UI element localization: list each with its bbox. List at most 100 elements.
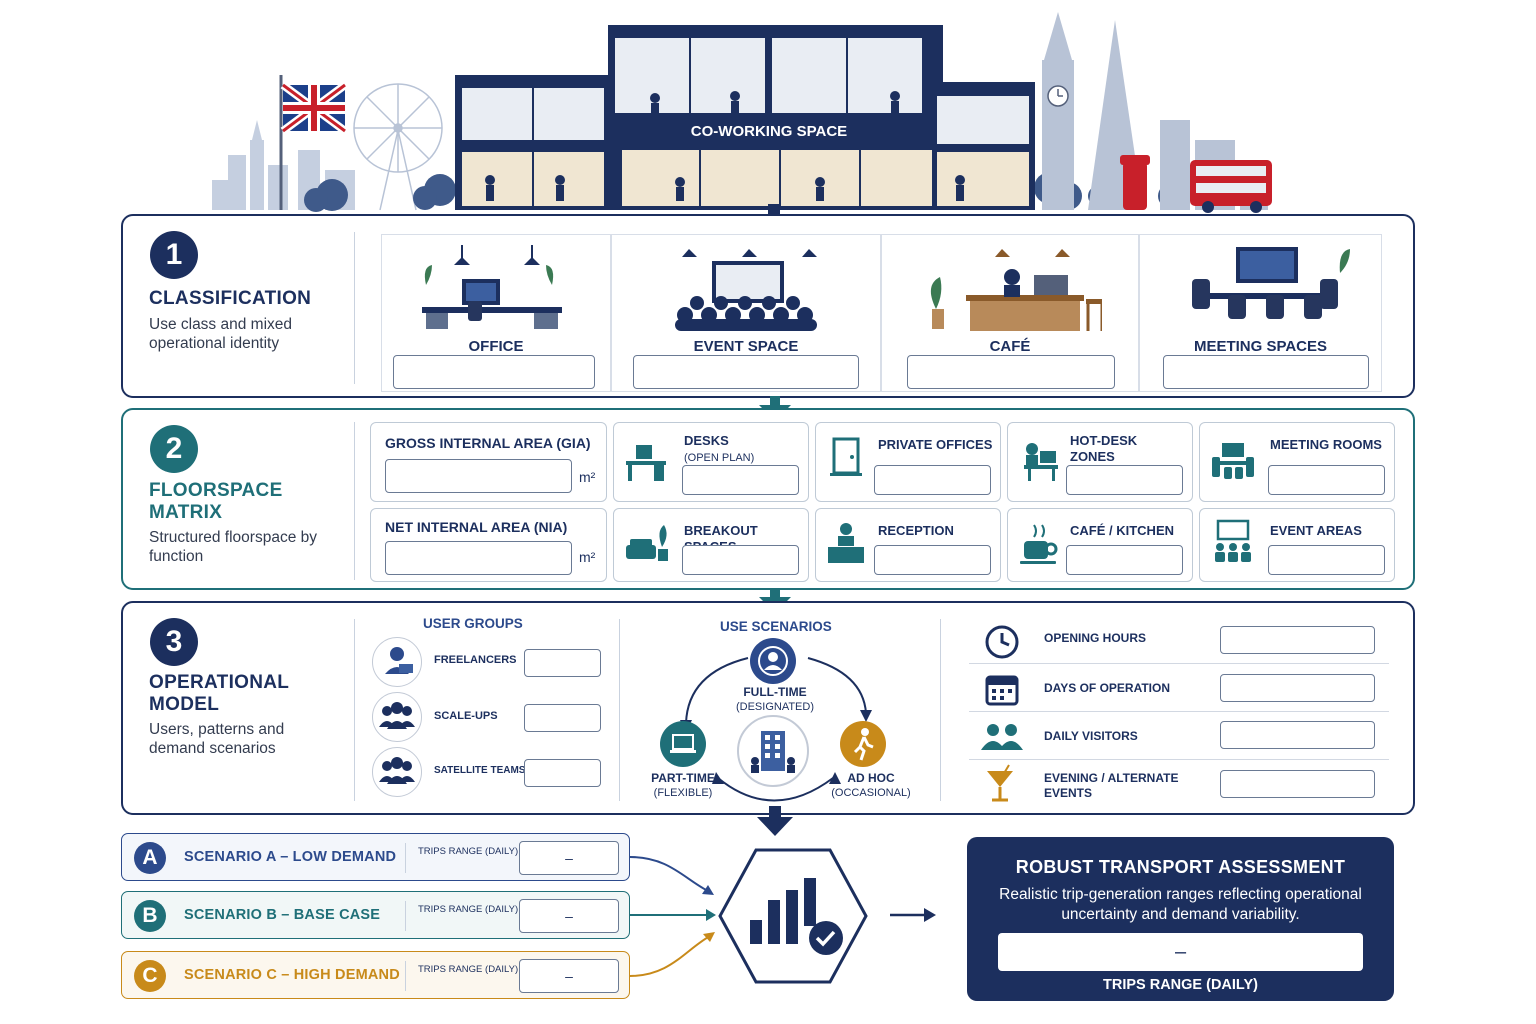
- floorspace-cell-hot-desk-zones: HOT-DESK ZONES: [1007, 422, 1193, 502]
- category-label: EVENT SPACE: [693, 338, 799, 355]
- section-description: Users, patterns and demand scenarios: [149, 721, 285, 757]
- coffee-cup-icon: [1020, 524, 1058, 564]
- category-label: CAFÉ: [989, 338, 1031, 355]
- user-group-label: SATELLITE TEAMS: [434, 765, 526, 776]
- desks-input[interactable]: [682, 465, 799, 495]
- scenario-a-row: A SCENARIO A – LOW DEMAND TRIPS RANGE (D…: [121, 833, 630, 881]
- cell-label: CAFÉ / KITCHEN: [1070, 523, 1174, 538]
- meeting-room-icon: [1212, 443, 1254, 479]
- divider: [354, 422, 355, 580]
- cell-label: DESKS(OPEN PLAN): [684, 433, 755, 464]
- floorspace-section: 2 FLOORSPACE MATRIX Structured floorspac…: [121, 408, 1415, 590]
- bar-chart-icon: [750, 878, 816, 944]
- pattern-label: DAILY VISITORS: [1044, 729, 1138, 743]
- floorspace-cell-meeting-rooms: MEETING ROOMS: [1199, 422, 1395, 502]
- category-label: MEETING SPACES: [1193, 338, 1328, 355]
- divider: [405, 843, 406, 873]
- category-label: OFFICE: [468, 338, 524, 355]
- big-ben-clock-icon: [1047, 85, 1069, 107]
- floorspace-cell-event-areas: EVENT AREAS: [1199, 508, 1395, 582]
- satellite-teams-input[interactable]: [524, 759, 601, 787]
- output-trips-input[interactable]: –: [998, 933, 1363, 971]
- nia-input[interactable]: [385, 541, 572, 575]
- arrow-down-icon: [757, 806, 793, 836]
- scenario-b-row: B SCENARIO B – BASE CASE TRIPS RANGE (DA…: [121, 891, 630, 939]
- building-sign: CO-WORKING SPACE: [691, 123, 847, 140]
- hot-desk-zones-input[interactable]: [1066, 465, 1183, 495]
- user-group-label: SCALE-UPS: [434, 710, 498, 722]
- trips-range-label: TRIPS RANGE (DAILY): [418, 904, 519, 915]
- unit-label: m²: [579, 549, 596, 565]
- output-label: TRIPS RANGE (DAILY): [1103, 977, 1258, 993]
- gia-cell: GROSS INTERNAL AREA (GIA) m²: [370, 422, 607, 502]
- pattern-label: EVENING / ALTERNATE EVENTS: [1044, 771, 1179, 800]
- cell-label: RECEPTION: [878, 523, 954, 538]
- category-card-event-space: EVENT SPACE: [611, 234, 881, 392]
- divider: [969, 663, 1389, 664]
- section-title: CLASSIFICATION: [149, 288, 312, 309]
- divider: [619, 619, 620, 801]
- scenario-title: SCENARIO B – BASE CASE: [184, 907, 381, 923]
- divider: [969, 711, 1389, 712]
- event-areas-input[interactable]: [1268, 545, 1385, 575]
- sofa-icon: [626, 525, 668, 561]
- divider: [969, 759, 1389, 760]
- evening-events-input[interactable]: [1220, 770, 1375, 798]
- cafe-kitchen-input[interactable]: [1066, 545, 1183, 575]
- daily-visitors-input[interactable]: [1220, 721, 1375, 749]
- meeting-rooms-input[interactable]: [1268, 465, 1385, 495]
- floorspace-cell-reception: RECEPTION: [815, 508, 1001, 582]
- cafe-input[interactable]: [907, 355, 1115, 389]
- team-icon: [372, 692, 422, 742]
- days-of-operation-input[interactable]: [1220, 674, 1375, 702]
- office-input[interactable]: [393, 355, 595, 389]
- scenario-c-trips-input[interactable]: –: [519, 959, 619, 993]
- output-description: Realistic trip-generation ranges reflect…: [999, 886, 1362, 923]
- nia-cell: NET INTERNAL AREA (NIA) m²: [370, 508, 607, 582]
- opening-hours-input[interactable]: [1220, 626, 1375, 654]
- category-card-meeting-spaces: MEETING SPACES: [1139, 234, 1382, 392]
- unit-label: m²: [579, 469, 596, 485]
- reception-icon: [828, 523, 864, 563]
- freelancers-input[interactable]: [524, 649, 601, 677]
- use-scenario-ad-hoc: AD HOC(OCCASIONAL): [831, 771, 911, 799]
- divider: [940, 619, 941, 801]
- meeting-spaces-input[interactable]: [1163, 355, 1369, 389]
- door-icon: [830, 437, 862, 476]
- private-offices-input[interactable]: [874, 465, 991, 495]
- reception-input[interactable]: [874, 545, 991, 575]
- cell-label: EVENT AREAS: [1270, 523, 1362, 538]
- event-audience-icon: [675, 249, 817, 331]
- divider: [405, 901, 406, 931]
- visitors-icon: [981, 724, 1023, 750]
- scenario-a-trips-input[interactable]: –: [519, 841, 619, 875]
- event-space-input[interactable]: [633, 355, 859, 389]
- step-number-badge: 2: [150, 425, 198, 473]
- coworking-building: CO-WORKING SPACE: [455, 25, 1035, 210]
- office-desk-icon: [422, 245, 562, 329]
- gia-input[interactable]: [385, 459, 572, 493]
- arrow-down-icon: [768, 204, 780, 215]
- analysis-hexagon: [718, 848, 868, 984]
- section-title: FLOORSPACE MATRIX: [149, 480, 283, 523]
- breakout-spaces-input[interactable]: [682, 545, 799, 575]
- clock-icon: [985, 625, 1019, 659]
- scenario-badge: C: [134, 960, 166, 992]
- laptop-icon: [660, 721, 706, 767]
- scale-ups-input[interactable]: [524, 704, 601, 732]
- desk-icon: [626, 445, 666, 481]
- cell-label: PRIVATE OFFICES: [878, 437, 993, 452]
- scenario-b-trips-input[interactable]: –: [519, 899, 619, 933]
- scenario-badge: B: [134, 900, 166, 932]
- red-post-box-icon: [1120, 155, 1150, 210]
- freelancer-icon: [372, 637, 422, 687]
- floorspace-cell-desks: DESKS(OPEN PLAN): [613, 422, 809, 502]
- scenario-badge: A: [134, 842, 166, 874]
- gia-label: GROSS INTERNAL AREA (GIA): [385, 435, 591, 451]
- london-eye-icon: [353, 83, 443, 211]
- satellite-team-icon: [372, 747, 422, 797]
- section-title: OPERATIONAL MODEL: [149, 672, 289, 715]
- use-scenario-full-time: FULL-TIME(DESIGNATED): [735, 685, 815, 713]
- red-bus-icon: [1190, 160, 1272, 213]
- floorspace-cell-breakout-spaces: BREAKOUT SPACES: [613, 508, 809, 582]
